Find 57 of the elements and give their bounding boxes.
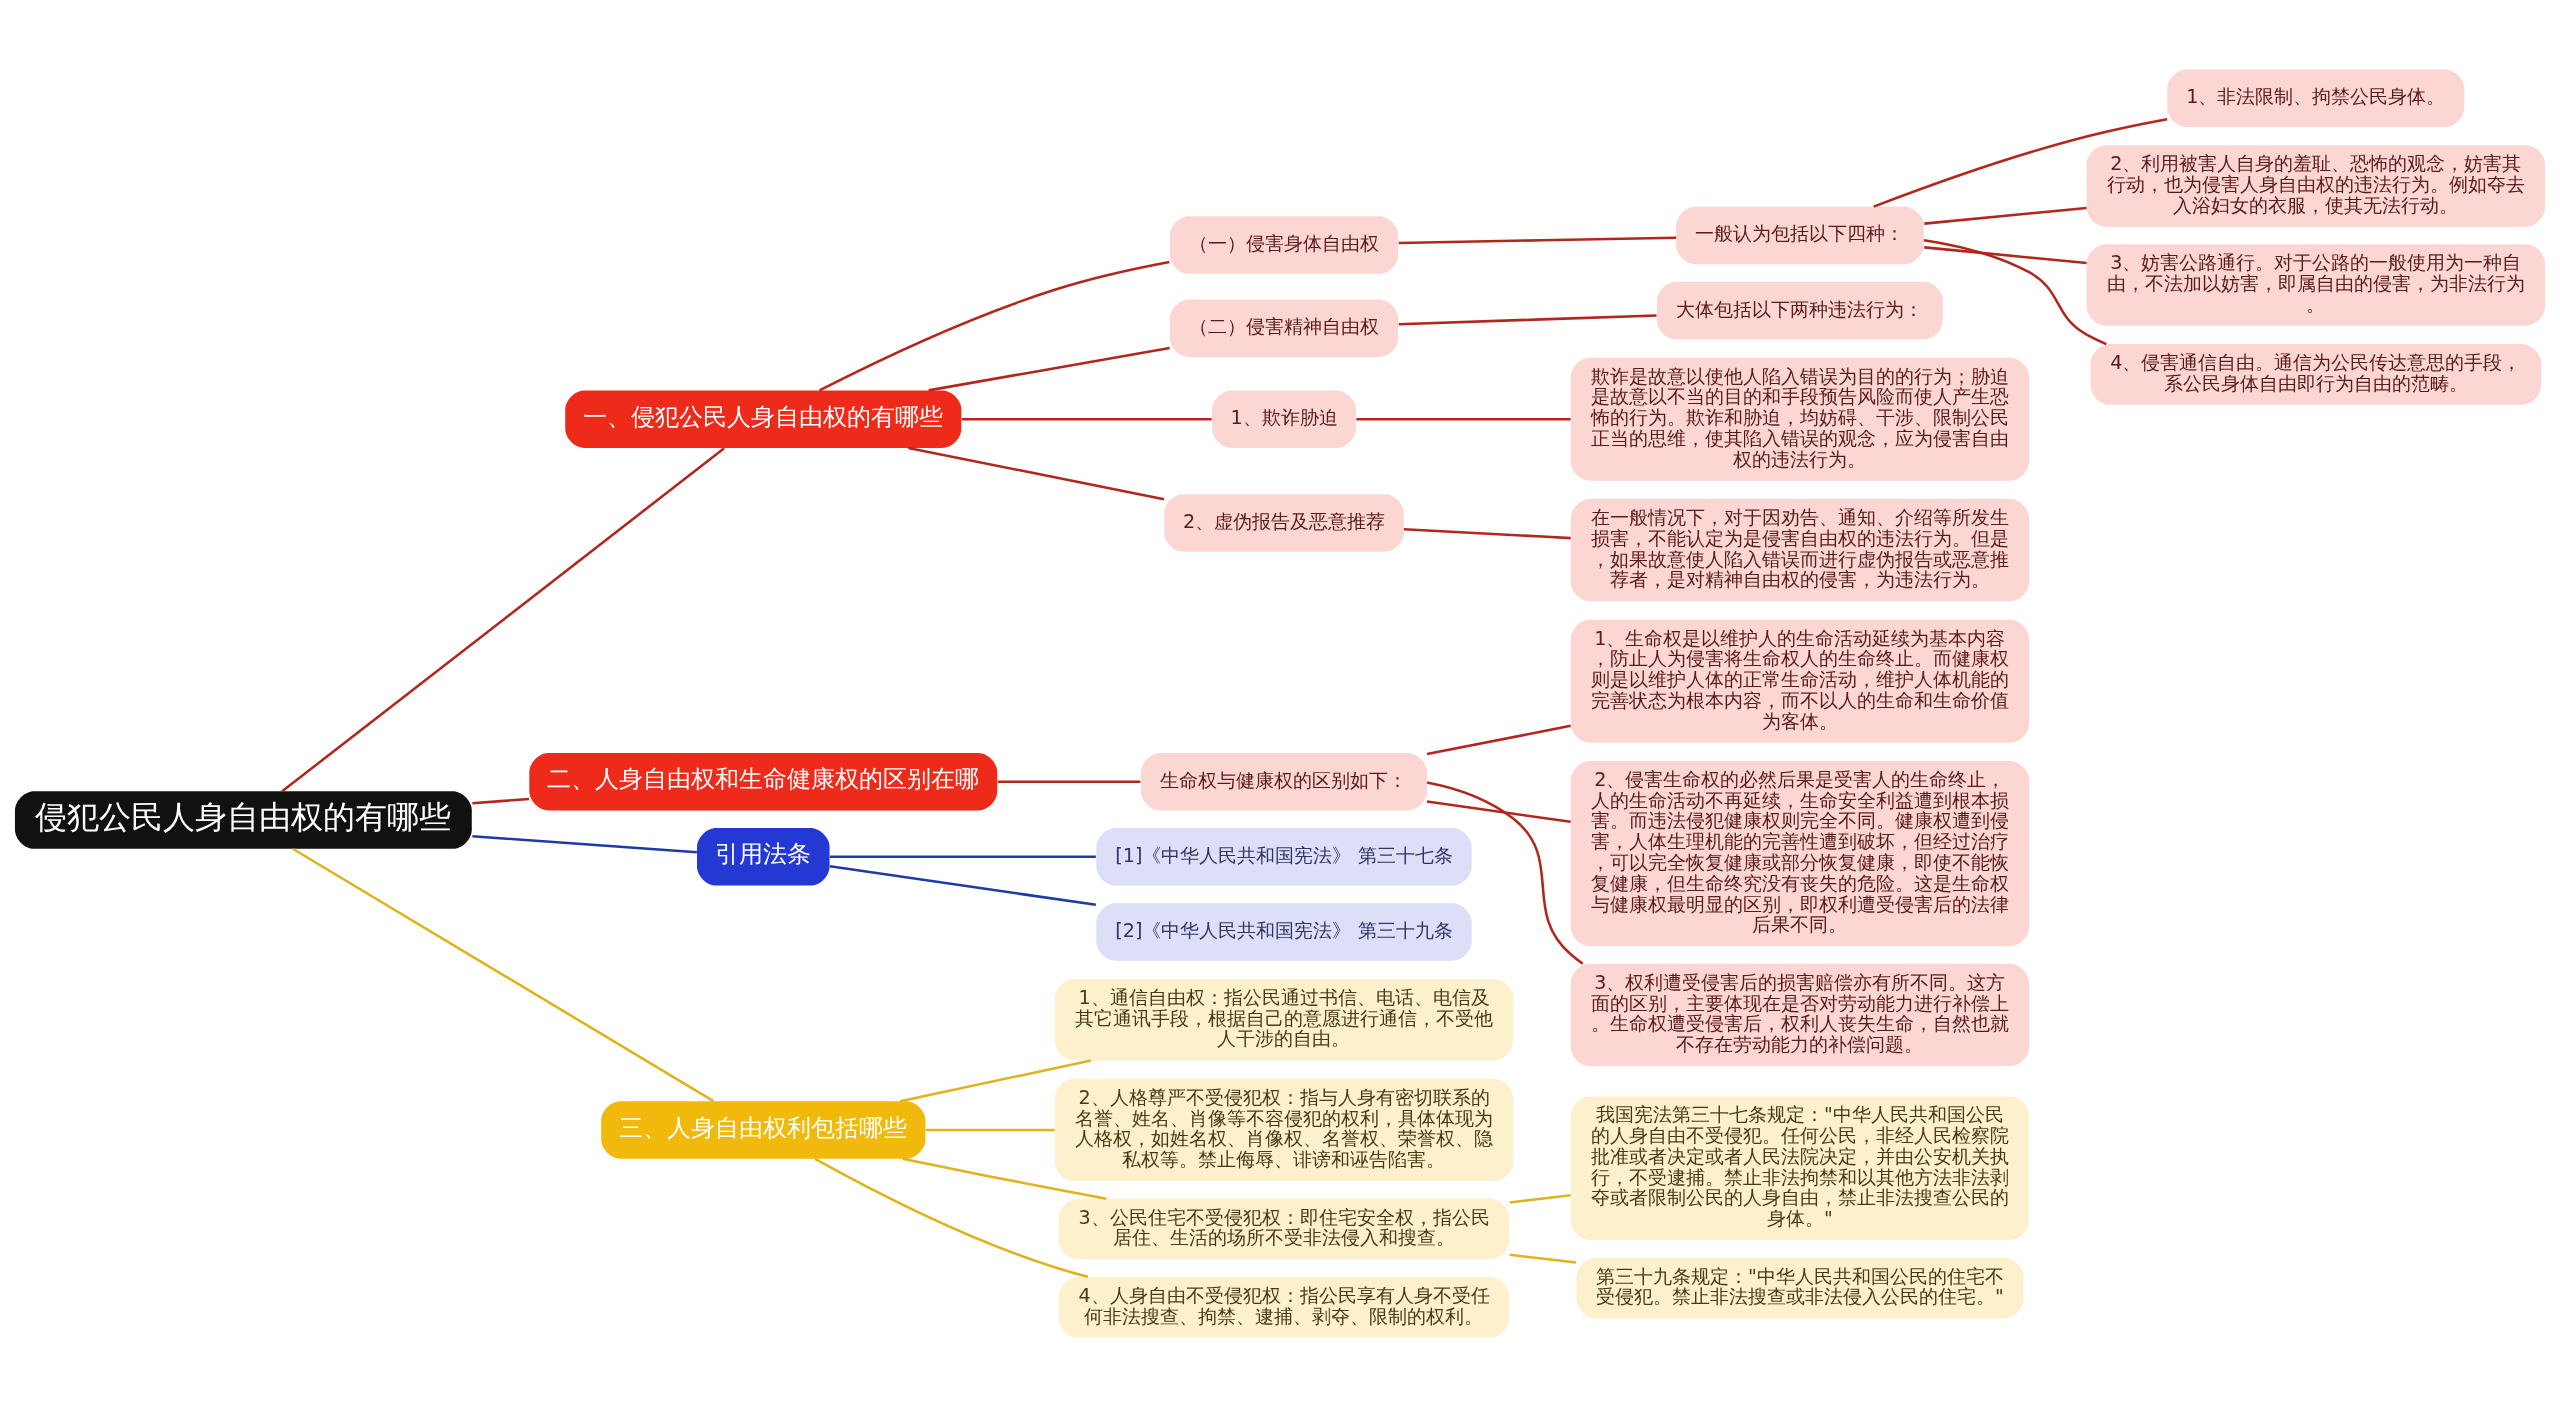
node-box: 1、生命权是以维护人的生命活动延续为基本内容，防止人为侵害将生命权人的生命终止。而健康权则是以维护人体的正常生命活动，维护人体机能的完善状态为根本内容，而不以人的生命和生命价值为客体。 (1570, 619, 2030, 743)
connector (899, 1059, 1092, 1103)
connector (818, 260, 1170, 392)
connector (1873, 117, 2168, 208)
node-box: 大体包括以下两种违法行为： (1656, 281, 1943, 340)
node-box: 引用法条 (697, 828, 830, 886)
connector (829, 865, 1097, 907)
connector (1426, 781, 1584, 965)
node-box: 2、人格尊严不受侵犯权：指与人身有密切联系的名誉、姓名、肖像等不容侵犯的权利，具体体现为人格权，如姓名权、肖像权、名誉权、荣誉权、隐私权等。禁止侮辱、诽谤和诬告陷害。 (1054, 1078, 1514, 1182)
node-box: （二）侵害精神自由权 (1169, 299, 1399, 357)
connector (472, 797, 530, 805)
connector (1426, 800, 1571, 823)
node-box: 3、权利遭受侵害后的损害赔偿亦有所不同。这方面的区别，主要体现在是否对劳动能力进行补偿上。生命权遭受侵害后，权利人丧失生命，自然也就不存在劳动能力的补偿问题。 (1570, 963, 2030, 1067)
connector (997, 780, 1141, 784)
node-box: 第三十九条规定："中华人民共和国公民的住宅不受侵犯。禁止非法搜查或非法侵入公民的住宅。" (1576, 1257, 2024, 1319)
node-box: 4、侵害通信自由。通信为公民传达意思的手段，系公民身体自由即行为自由的范畴。 (2090, 344, 2542, 405)
node-box: 在一般情况下，对于因劝告、通知、介绍等所发生损害，不能认定为是侵害自由权的违法行为。但是，如果故意使人陷入错误而进行虚伪报告或恶意推荐者，是对精神自由权的侵害，为违法行为。 (1570, 499, 2030, 602)
connector (1398, 314, 1657, 326)
connector (902, 1157, 1107, 1200)
connector (1426, 724, 1571, 756)
node-box: 二、人身自由权和生命健康权的区别在哪 (529, 753, 998, 811)
node-box: 1、通信自由权：指公民通过书信、电话、电信及其它通讯手段，根据自己的意愿进行通信，不受他人干涉的自由。 (1054, 979, 1514, 1061)
node-box: 3、公民住宅不受侵犯权：即住宅安全权，指公民居住、生活的场所不受非法侵入和搜查。 (1058, 1198, 1510, 1260)
node-box: 2、虚伪报告及恶意推荐 (1164, 494, 1404, 552)
connector (1509, 1253, 1577, 1264)
node-box: 一般认为包括以下四种： (1676, 206, 1924, 265)
connector (925, 1128, 1055, 1132)
connector (1509, 1193, 1571, 1204)
node-box: 一、侵犯公民人身自由权的有哪些 (565, 390, 962, 448)
node-box: 2、利用被害人自身的羞耻、恐怖的观念，妨害其行动，也为侵害人身自由权的违法行为。例如夺去入浴妇女的衣服，使其无法行动。 (2086, 145, 2546, 227)
node-box: 欺诈是故意以使他人陷入错误为目的的行为；胁迫是故意以不当的目的和手段预告风险而使人产生恐怖的行为。欺诈和胁迫，均妨碍、干涉、限制公民正当的思维，使其陷入错误的观念，应为侵害自由权的违法行为。 (1570, 357, 2030, 481)
node-box: 2、侵害生命权的必然后果是受害人的生命终止，人的生命活动不再延续，生命安全利益遭到根本损害。而违法侵犯健康权则完全不同。健康权遭到侵害，人体生理机能的完善性遭到破坏，但经过治疗，可以完全恢复健康或部分恢复健康，即使不能恢复健康，但生命终究没有丧失的危险。这是生命权与健康权最明显的区别，即权利遭受侵害后的法律后果不同。 (1570, 761, 2030, 947)
connector (1924, 206, 2087, 225)
node-box: 1、非法限制、拘禁公民身体。 (2167, 69, 2465, 127)
connector (281, 447, 725, 793)
connector (1398, 236, 1677, 245)
connector (829, 855, 1096, 859)
connector (292, 847, 715, 1103)
node-box: 我国宪法第三十七条规定："中华人民共和国公民的人身自由不受侵犯。任何公民，非经人民检察院批准或者决定或者人民法院决定，并由公安机关执行，不受逮捕。禁止非法拘禁和以其他方法非法剥夺或者限制公民的人身自由，禁止非法搜查公民的身体。" (1570, 1096, 2030, 1241)
node-box: [1]《中华人民共和国宪法》 第三十七条 (1096, 828, 1472, 886)
node-box: 生命权与健康权的区别如下： (1141, 753, 1427, 811)
connector (1403, 528, 1571, 540)
connector (1923, 238, 2107, 346)
node-box: [2]《中华人民共和国宪法》 第三十九条 (1096, 903, 1472, 961)
connector (908, 446, 1165, 501)
node-box: 3、妨害公路通行。对于公路的一般使用为一种自由，不法加以妨害，即属自由的侵害，为非法行为。 (2086, 244, 2546, 326)
connector (928, 346, 1170, 392)
connector (1356, 417, 1571, 421)
connector (472, 835, 697, 854)
node-box: （一）侵害身体自由权 (1169, 216, 1399, 274)
node-box: 侵犯公民人身自由权的有哪些 (14, 791, 472, 849)
connector (962, 417, 1212, 421)
connector (1924, 246, 2087, 265)
node-box: 1、欺诈胁迫 (1212, 390, 1356, 448)
connector (814, 1157, 1089, 1278)
node-box: 4、人身自由不受侵犯权：指公民享有人身不受任何非法搜查、拘禁、逮捕、剥夺、限制的权利。 (1058, 1276, 1510, 1338)
node-box: 三、人身自由权利包括哪些 (601, 1101, 926, 1159)
